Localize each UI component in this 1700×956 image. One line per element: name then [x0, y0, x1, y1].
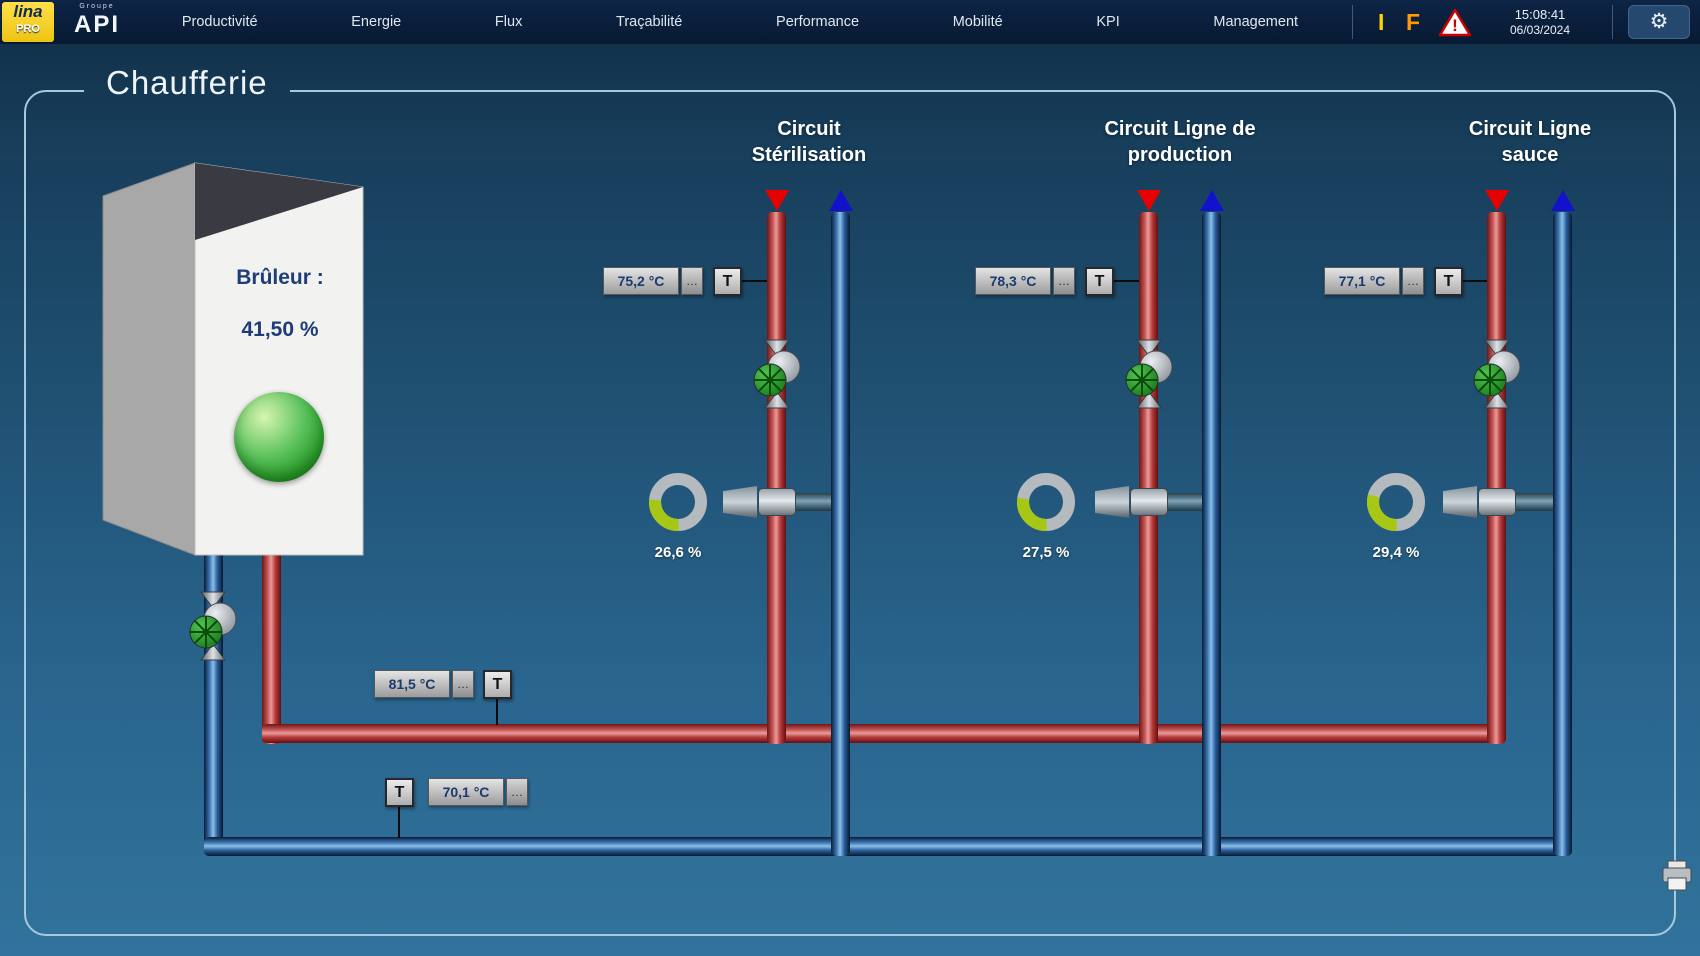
circuit3-valve-gauge: [1367, 473, 1425, 531]
main-supply-sensor-wire: [496, 699, 498, 725]
circuit2-sensor-wire: [1114, 280, 1139, 282]
nav-divider: [1352, 5, 1353, 39]
circuit3-temp-more-button[interactable]: …: [1402, 267, 1424, 295]
circuit3-temp-sensor: T: [1434, 267, 1463, 296]
circuit3-supply-riser: [1487, 212, 1506, 744]
circuit2-valve-gauge: [1017, 473, 1075, 531]
main-return-pipe: [204, 837, 1572, 856]
circuit3-valve-percent: 29,4 %: [1372, 544, 1420, 561]
boiler-side-face: [102, 162, 196, 556]
circuit1-pump[interactable]: [749, 338, 805, 410]
burner-label: Brûleur :: [236, 266, 324, 289]
circuit2-return-arrow-icon: [1200, 190, 1224, 211]
circuit2-valve-actuator: [1095, 486, 1129, 518]
logo-api-text: API: [73, 11, 120, 38]
menu-item-mobilite[interactable]: Mobilité: [952, 14, 1003, 30]
boiler-supply-pipe: [262, 548, 281, 744]
circuit3-valve-actuator: [1443, 486, 1477, 518]
circuit1-mixing-valve[interactable]: [758, 488, 796, 516]
indicator-f[interactable]: F: [1406, 9, 1421, 35]
circuit1-return-riser: [831, 212, 850, 856]
circuit1-valve-actuator: [723, 486, 757, 518]
menu-item-productivite[interactable]: Productivité: [181, 14, 258, 30]
circuit3-return-arrow-icon: [1551, 190, 1575, 211]
menu-item-flux[interactable]: Flux: [494, 14, 523, 30]
circuit2-return-riser: [1202, 212, 1221, 856]
clock: 15:08:41 06/03/2024: [1482, 6, 1598, 38]
main-supply-temp-sensor: T: [483, 670, 512, 699]
menu-item-tracabilite[interactable]: Traçabilité: [616, 14, 683, 30]
circuit1-supply-riser: [767, 212, 786, 744]
burner-value: 41,50 %: [241, 318, 319, 341]
burner-status-indicator: [234, 392, 324, 482]
circuit1-sensor-wire: [742, 280, 767, 282]
circuit2-pump[interactable]: [1121, 338, 1177, 410]
boiler: [95, 145, 375, 565]
circuit1-title: Circuit Stérilisation: [751, 118, 867, 166]
circuit2-supply-temp-display: 78,3 °C …: [975, 267, 1075, 295]
circuit3-supply-temp-display: 77,1 °C …: [1324, 267, 1424, 295]
print-button[interactable]: [1660, 858, 1694, 894]
svg-text:!: !: [1452, 16, 1458, 35]
menu-item-kpi[interactable]: KPI: [1096, 14, 1120, 30]
circuit3-supply-temp-value[interactable]: 77,1 °C: [1324, 267, 1400, 295]
menu-item-management[interactable]: Management: [1213, 14, 1299, 30]
synoptic-frame: [24, 90, 1676, 936]
clock-time: 15:08:41: [1514, 7, 1566, 22]
menu-item-energie[interactable]: Energie: [351, 14, 402, 30]
groupe-api-logo[interactable]: Groupe API: [62, 2, 132, 42]
indicator-i[interactable]: I: [1378, 9, 1385, 35]
page-title: Chaufferie: [84, 60, 290, 106]
printer-icon: [1662, 860, 1692, 891]
main-supply-temp-value[interactable]: 81,5 °C: [374, 670, 450, 698]
menu-item-performance[interactable]: Performance: [776, 14, 860, 30]
circuit2-supply-riser: [1139, 212, 1158, 744]
logo-lina-text: lina: [13, 2, 43, 21]
nav-divider-2: [1612, 5, 1613, 39]
circuit1-supply-temp-display: 75,2 °C …: [603, 267, 703, 295]
clock-date: 06/03/2024: [1509, 23, 1571, 37]
circuit2-valve-percent: 27,5 %: [1022, 544, 1070, 561]
circuit1-supply-arrow-icon: [765, 190, 789, 211]
main-return-more-button[interactable]: …: [506, 778, 528, 806]
circuit1-temp-sensor: T: [713, 267, 742, 296]
top-nav-bar: lina PRO Groupe API Productivité Energie…: [0, 0, 1700, 44]
main-supply-temp-display: 81,5 °C …: [374, 670, 474, 698]
circuit1-valve-percent: 26,6 %: [654, 544, 702, 561]
main-return-sensor-wire: [398, 807, 400, 838]
circuit1-supply-temp-value[interactable]: 75,2 °C: [603, 267, 679, 295]
linapro-logo[interactable]: lina PRO: [2, 2, 54, 42]
circuit1-valve-gauge: [649, 473, 707, 531]
settings-gear-icon[interactable]: ⚙: [1628, 5, 1690, 39]
circuit2-temp-more-button[interactable]: …: [1053, 267, 1075, 295]
circuit3-supply-arrow-icon: [1485, 190, 1509, 211]
circuit3-title: Circuit Ligne sauce: [1468, 118, 1592, 166]
circuit3-pump[interactable]: [1469, 338, 1525, 410]
circuit2-title: Circuit Ligne de production: [1104, 118, 1256, 166]
main-menu: Productivité Energie Flux Traçabilité Pe…: [135, 0, 1345, 44]
circuit2-temp-sensor: T: [1085, 267, 1114, 296]
circuit1-return-arrow-icon: [829, 190, 853, 211]
circuit2-mixing-valve[interactable]: [1130, 488, 1168, 516]
boiler-top-opening: [195, 163, 363, 240]
logo-pro-text: PRO: [16, 23, 40, 35]
boiler-pump[interactable]: [185, 590, 241, 662]
main-return-temp-value[interactable]: 70,1 °C: [428, 778, 504, 806]
main-return-temp-sensor: T: [385, 778, 414, 807]
logo-groupe-text: Groupe: [79, 3, 115, 10]
circuit3-mixing-valve[interactable]: [1478, 488, 1516, 516]
circuit2-supply-temp-value[interactable]: 78,3 °C: [975, 267, 1051, 295]
circuit3-return-riser: [1553, 212, 1572, 856]
circuit1-temp-more-button[interactable]: …: [681, 267, 703, 295]
main-supply-more-button[interactable]: …: [452, 670, 474, 698]
main-supply-pipe: [262, 724, 1506, 743]
alarm-warning-icon[interactable]: !: [1438, 8, 1472, 42]
circuit2-supply-arrow-icon: [1137, 190, 1161, 211]
circuit3-sensor-wire: [1463, 280, 1487, 282]
main-return-temp-display: 70,1 °C …: [428, 778, 528, 806]
